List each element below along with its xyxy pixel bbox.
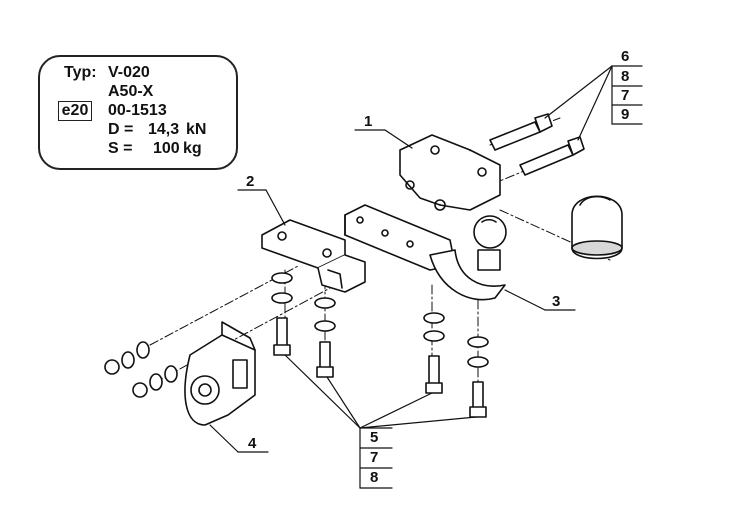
cert-number: 00-1513 <box>108 102 167 119</box>
ref-bottom-1: 7 <box>370 449 379 466</box>
left-nuts-washers <box>104 341 178 398</box>
cert-mark: e20 <box>58 101 92 121</box>
side-bracket <box>261 219 366 293</box>
model-value: A50-X <box>108 83 154 100</box>
top-bolts <box>489 113 585 176</box>
ref-top-1: 8 <box>621 68 630 85</box>
d-label: D = <box>108 121 134 138</box>
typ-value: V-020 <box>108 64 150 81</box>
callout-1: 1 <box>364 113 373 130</box>
vertical-bolts <box>271 272 489 418</box>
ball-cover-cap <box>571 195 623 260</box>
d-value: 14,3 <box>148 121 180 138</box>
ref-table-bottom-lines <box>359 427 393 489</box>
callout-2: 2 <box>246 173 255 190</box>
ref-top-3: 9 <box>621 106 630 123</box>
s-unit: kg <box>183 140 202 157</box>
ref-top-2: 7 <box>621 87 630 104</box>
d-unit: kN <box>186 121 207 138</box>
towbar-neck-and-ball <box>429 215 507 301</box>
callout-4: 4 <box>248 435 257 452</box>
s-value: 100 <box>153 140 180 157</box>
ref-bottom-2: 8 <box>370 469 379 486</box>
specification-box <box>38 55 238 170</box>
callout-3: 3 <box>552 293 561 310</box>
ref-top-0: 6 <box>621 48 630 65</box>
ref-bottom-0: 5 <box>370 429 379 446</box>
typ-label: Typ: <box>64 64 97 81</box>
leader-lines <box>209 65 613 453</box>
upper-mounting-bracket <box>399 134 501 211</box>
s-label: S = <box>108 140 133 157</box>
socket-plate <box>184 321 256 426</box>
ref-table-top-lines <box>611 65 643 125</box>
